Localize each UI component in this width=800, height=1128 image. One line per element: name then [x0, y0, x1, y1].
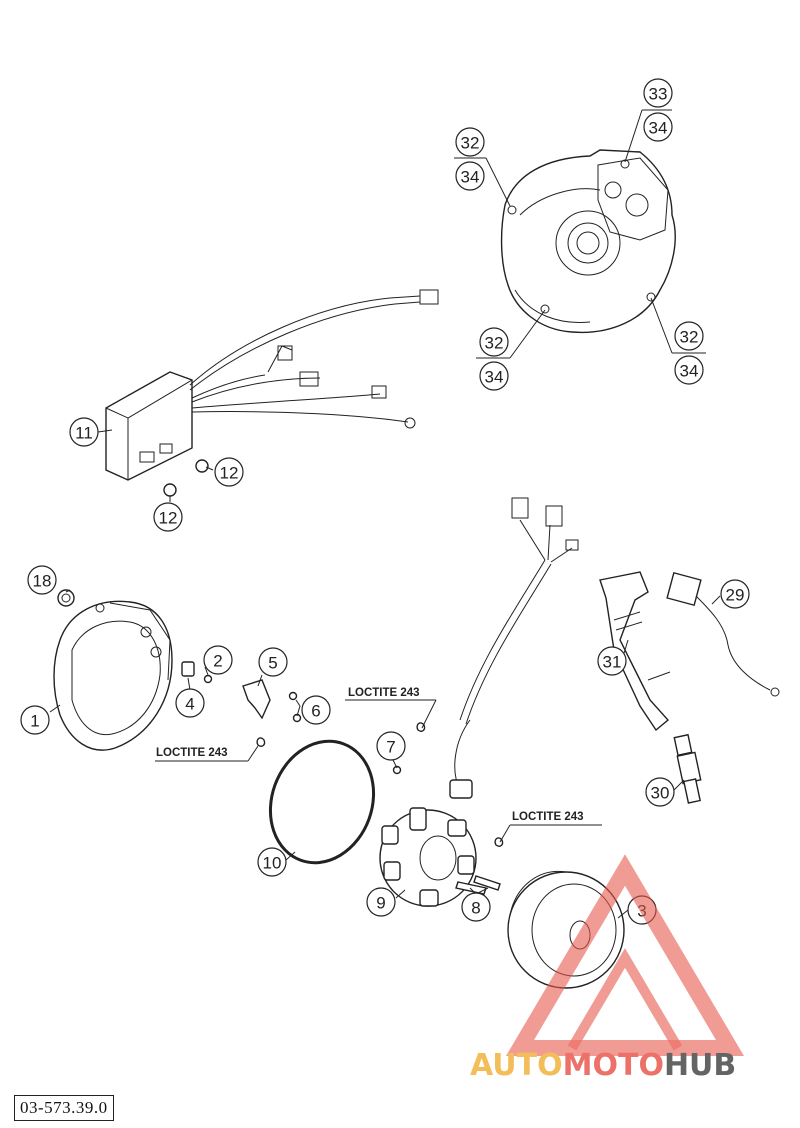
generator-cover: [53, 600, 173, 751]
svg-text:31: 31: [603, 653, 622, 672]
svg-text:5: 5: [268, 654, 277, 673]
spark-plug: [673, 733, 702, 804]
svg-text:34: 34: [461, 168, 480, 187]
svg-text:32: 32: [485, 334, 504, 353]
svg-text:1: 1: [30, 712, 39, 731]
svg-text:2: 2: [213, 652, 222, 671]
o-ring: [268, 739, 376, 865]
callout-4: 4: [175, 688, 205, 718]
callout-18: 18: [27, 565, 57, 595]
stator-wiring: [449, 497, 579, 799]
callout-34-c: 34: [479, 361, 509, 391]
callout-31: 31: [597, 646, 627, 676]
cover-plug: [57, 589, 75, 607]
cdi-screws: [163, 459, 209, 497]
stator: [379, 807, 477, 907]
svg-text:32: 32: [461, 134, 480, 153]
stator-screws: [392, 722, 504, 895]
callout-11: 11: [69, 417, 99, 447]
svg-text:11: 11: [75, 424, 93, 443]
loctite-label-right: LOCTITE 243: [512, 811, 584, 823]
callout-9: 9: [366, 887, 396, 917]
callout-12-b: 12: [153, 502, 183, 532]
callout-10: 10: [257, 847, 287, 877]
svg-text:32: 32: [680, 328, 699, 347]
watermark-moto: MOTO: [563, 1048, 664, 1083]
svg-text:18: 18: [33, 572, 52, 591]
callout-12-a: 12: [214, 457, 244, 487]
callout-33: 33: [643, 78, 673, 108]
svg-text:33: 33: [649, 85, 668, 104]
svg-text:7: 7: [386, 738, 395, 757]
callout-34-b: 34: [455, 161, 485, 191]
ignition-cover: [500, 149, 676, 334]
callout-30: 30: [645, 777, 675, 807]
loctite-label-center: LOCTITE 243: [348, 687, 420, 699]
svg-text:29: 29: [726, 586, 745, 605]
callout-6: 6: [301, 695, 331, 725]
svg-text:12: 12: [220, 464, 239, 483]
cdi-unit: [105, 371, 193, 481]
svg-text:10: 10: [263, 854, 282, 873]
callout-2: 2: [203, 645, 233, 675]
svg-text:12: 12: [159, 509, 178, 528]
callout-7: 7: [376, 731, 406, 761]
svg-text:34: 34: [680, 362, 699, 381]
svg-text:34: 34: [485, 368, 504, 387]
ignition-coil: [599, 571, 671, 732]
watermark-auto: AUTO: [470, 1048, 563, 1083]
loctite-label-left: LOCTITE 243: [156, 747, 228, 759]
svg-text:34: 34: [649, 119, 668, 138]
watermark-hub: HUB: [664, 1048, 736, 1083]
callout-8: 8: [461, 892, 491, 922]
svg-text:30: 30: [651, 784, 670, 803]
ignition-cable: [666, 571, 780, 697]
callout-32-b: 32: [479, 327, 509, 357]
watermark-logo: AUTOMOTOHUB: [470, 854, 745, 1083]
flywheel-rotor: [507, 870, 625, 989]
svg-text:AUTOMOTOHUB: AUTOMOTOHUB: [470, 1048, 736, 1083]
svg-text:4: 4: [185, 695, 194, 714]
callout-5: 5: [258, 647, 288, 677]
svg-text:9: 9: [376, 894, 385, 913]
callout-29: 29: [720, 579, 750, 609]
svg-text:6: 6: [311, 702, 320, 721]
callout-34-d: 34: [674, 355, 704, 385]
svg-text:8: 8: [471, 899, 480, 918]
part-number-label: 03-573.39.0: [14, 1095, 114, 1121]
callout-32-a: 32: [455, 127, 485, 157]
callout-1: 1: [20, 705, 50, 735]
small-parts-2-4-5-6: [181, 661, 302, 747]
callout-34-a: 34: [643, 112, 673, 142]
cdi-wiring-harness: [189, 289, 439, 429]
callout-32-c: 32: [674, 321, 704, 351]
